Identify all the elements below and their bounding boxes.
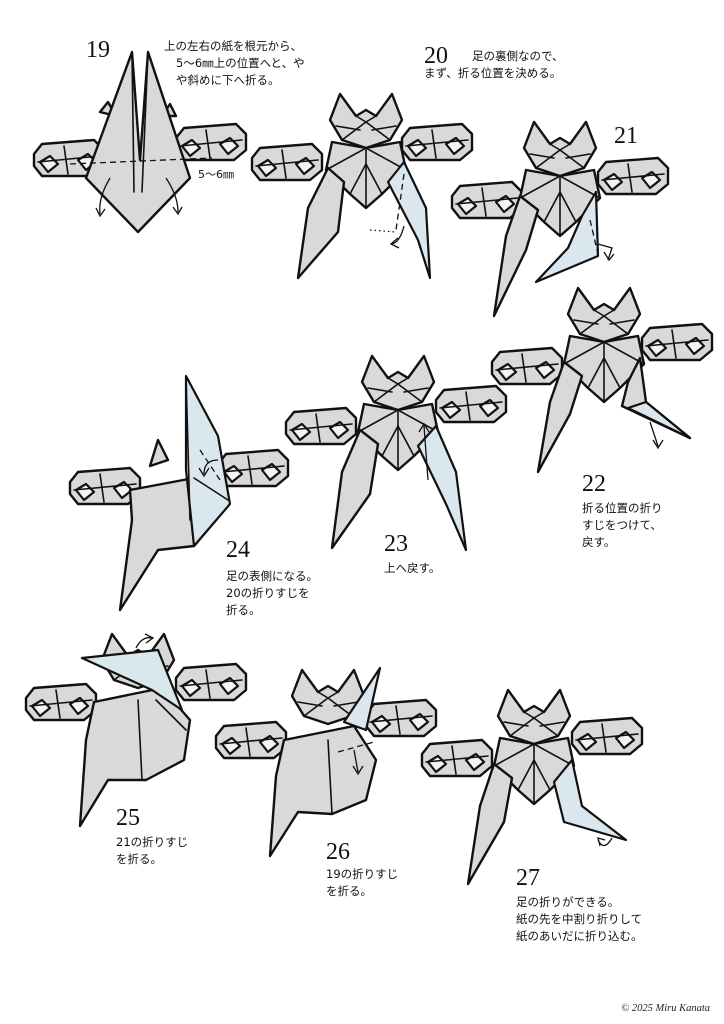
step-caption: 19の折りすじ を折る。 (326, 867, 399, 898)
fold-diagram-27 (420, 688, 644, 886)
step-number: 21 (614, 123, 638, 149)
step-number: 26 (326, 839, 350, 865)
fold-diagram-24 (68, 374, 290, 612)
step-27: 27 足の折りができる。 紙の先を中割り折りして 紙のあいだに折り込む。 (410, 688, 724, 960)
step-22: 22 折る位置の折り すじをつけて、 戻す。 (480, 286, 724, 570)
fold-diagram-22 (490, 286, 714, 474)
step-caption: 足の表側になる。 20の折りすじを 折る。 (226, 569, 318, 617)
step-number: 19 (86, 37, 110, 63)
copyright-text: © 2025 Miru Kanata (621, 1003, 710, 1014)
step-caption: 21の折りすじ を折る。 (116, 835, 189, 866)
step-caption: 足の裏側なので、 まず、折る位置を決める。 (424, 49, 564, 80)
step-23: 23 上へ戻す。 (280, 350, 520, 590)
step-number: 23 (384, 531, 408, 557)
step-caption: 上の左右の紙を根元から、 5〜6㎜上の位置へと、や や斜めに下へ折る。 (164, 39, 305, 87)
fold-diagram-23 (284, 354, 508, 552)
step-21: 21 (440, 110, 724, 320)
step-caption: 折る位置の折り すじをつけて、 戻す。 (582, 501, 663, 549)
fold-diagram-26 (214, 666, 438, 858)
step-number: 27 (516, 865, 540, 891)
step-19: 19 上の左右の紙を根元から、 5〜6㎜上の位置へと、や や斜めに下へ折る。 5… (0, 0, 360, 260)
step-number: 22 (582, 471, 606, 497)
step-25: 25 21の折りすじ を折る。 (20, 630, 260, 880)
step-caption: 上へ戻す。 (384, 561, 441, 575)
step-number: 20 (424, 43, 448, 69)
fold-diagram-21 (450, 120, 670, 318)
step-number: 24 (226, 537, 250, 563)
measurement-label: 5〜6㎜ (198, 168, 234, 181)
step-24: 24 足の表側になる。 20の折りすじを 折る。 (60, 370, 318, 630)
step-number: 25 (116, 805, 140, 831)
fold-diagram-20 (250, 92, 474, 280)
fold-diagram-25 (24, 632, 248, 828)
fold-diagram-19 (32, 50, 248, 234)
step-26: 26 19の折りすじ を折る。 (210, 660, 460, 900)
step-caption: 足の折りができる。 紙の先を中割り折りして 紙のあいだに折り込む。 (516, 895, 643, 943)
step-20: 20 足の裏側なので、 まず、折る位置を決める。 (240, 0, 580, 290)
